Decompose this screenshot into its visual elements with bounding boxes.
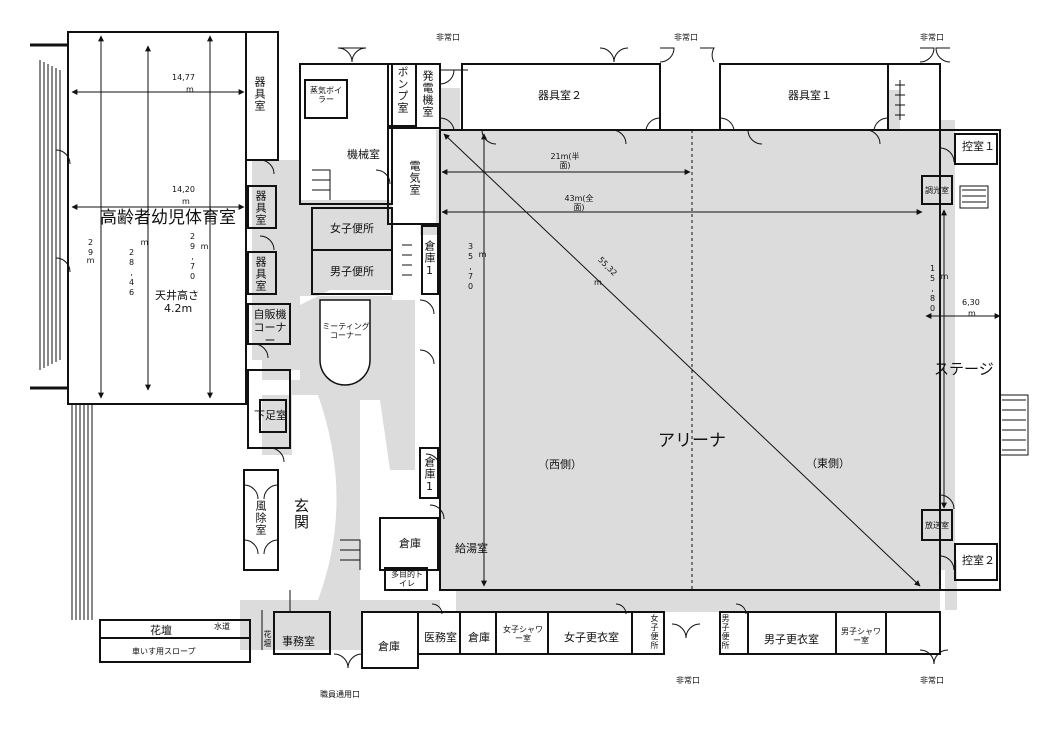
dim-gym-height-1: 29 bbox=[86, 238, 95, 258]
wheelchair-ramp-label: 車いす用スロープ bbox=[132, 647, 196, 656]
storage-bottom-label: 倉庫 bbox=[378, 640, 400, 653]
women-toilet-label: 女子便所 bbox=[330, 222, 374, 235]
water-tap-label: 水道 bbox=[214, 622, 230, 631]
men-locker-label: 男子更衣室 bbox=[764, 633, 819, 646]
storage-1-label: 倉庫1 bbox=[423, 240, 436, 278]
dim-stage-depth: 6,30 bbox=[962, 298, 980, 307]
dim-arena-depth: 35,70 bbox=[466, 242, 475, 292]
storage-1-label: 倉庫1 bbox=[423, 456, 436, 494]
emergency-exit-label: 非常口 bbox=[436, 33, 460, 42]
flower-bed-label: 花壇 bbox=[150, 624, 172, 637]
dim-unit: m bbox=[182, 197, 190, 206]
emergency-exit-label: 非常口 bbox=[920, 676, 944, 685]
dim-unit: m bbox=[186, 85, 194, 94]
emergency-exit-label: 非常口 bbox=[676, 676, 700, 685]
arena-label: アリーナ bbox=[658, 431, 726, 451]
generator-room-label: 発電機室 bbox=[421, 70, 434, 118]
vending-corner-label: 自販機コーナー bbox=[253, 308, 287, 347]
waiting-room-2-label: 控室２ bbox=[962, 554, 995, 567]
storage-bottom2-label: 倉庫 bbox=[468, 631, 490, 644]
waiting-room-1-label: 控室１ bbox=[962, 140, 995, 153]
men-shower-label: 男子シャワー室 bbox=[841, 627, 881, 645]
dim-unit: m bbox=[86, 256, 95, 266]
women-locker-label: 女子更衣室 bbox=[564, 631, 619, 644]
men-toilet-bottom-label: 男子便所 bbox=[721, 614, 730, 650]
dim-gym-height-3: 29,70 bbox=[188, 232, 197, 282]
dim-gym-width-mid: 14,20 bbox=[172, 185, 195, 194]
shoe-room-label: 下足室 bbox=[254, 409, 287, 422]
equipment-room-label: 器具室 bbox=[254, 256, 267, 292]
walls bbox=[67, 31, 1001, 669]
meeting-corner-shape bbox=[319, 299, 371, 386]
women-shower-label: 女子シャワー室 bbox=[503, 625, 543, 643]
dim-unit: m bbox=[940, 272, 949, 282]
dim-unit: m bbox=[140, 238, 149, 248]
dim-unit: m bbox=[200, 242, 209, 252]
pump-room-label: ポンプ室 bbox=[396, 66, 409, 114]
multipurpose-toilet-label: 多目的トイレ bbox=[391, 570, 423, 588]
women-toilet-bottom-label: 女子便所 bbox=[650, 614, 659, 650]
equipment-room-label: 器具室 bbox=[253, 76, 266, 112]
dim-half-arena: 21m(半面) bbox=[550, 152, 580, 170]
equipment-room-label: 器具室 bbox=[254, 190, 267, 226]
men-toilet-label: 男子便所 bbox=[330, 265, 374, 278]
electric-room-label: 電気室 bbox=[408, 160, 421, 196]
dim-gym-width-top: 14,77 bbox=[172, 73, 195, 82]
ceiling-label: 天井高さ bbox=[155, 289, 199, 302]
equipment-room-2-label: 器具室２ bbox=[538, 89, 582, 102]
ceiling-height-label: 4.2m bbox=[164, 302, 193, 315]
east-side-label: （東側） bbox=[806, 457, 850, 470]
windbreak-room-label: 風除室 bbox=[254, 500, 267, 536]
storage-label: 倉庫 bbox=[399, 537, 421, 550]
broadcast-room-label: 放送室 bbox=[925, 521, 949, 530]
entrance-curve bbox=[318, 395, 337, 600]
elderly-gym-label: 高齢者幼児体育室 bbox=[100, 208, 236, 228]
equipment-room-1-label: 器具室１ bbox=[788, 89, 832, 102]
dim-gym-height-2: 28,46 bbox=[127, 248, 136, 298]
kettle-room-label: 給湯室 bbox=[455, 542, 488, 555]
dim-unit: m bbox=[968, 309, 976, 318]
entrance-label: 玄関 bbox=[292, 498, 310, 530]
machine-room-label: 機械室 bbox=[347, 148, 380, 161]
boiler-label: 蒸気ボイラー bbox=[310, 86, 342, 104]
flower-bed-side-label: 花壇 bbox=[263, 630, 272, 648]
dim-unit: m bbox=[594, 278, 602, 287]
lighting-room-label: 調光室 bbox=[925, 186, 949, 195]
medical-room-label: 医務室 bbox=[424, 631, 457, 644]
stage-label: ステージ bbox=[934, 360, 994, 378]
emergency-exit-label: 非常口 bbox=[674, 33, 698, 42]
dimension-lines bbox=[71, 35, 1001, 590]
west-side-label: （西側） bbox=[538, 458, 582, 471]
dim-unit: m bbox=[478, 250, 487, 260]
staff-entrance-label: 職員通用口 bbox=[320, 690, 360, 699]
dim-full-arena: 43m(全面) bbox=[564, 194, 594, 212]
emergency-exit-label: 非常口 bbox=[920, 33, 944, 42]
office-label: 事務室 bbox=[282, 635, 315, 648]
meeting-corner-label: ミーティングコーナー bbox=[322, 322, 370, 340]
dim-stage-length: 15,80 bbox=[928, 264, 937, 314]
